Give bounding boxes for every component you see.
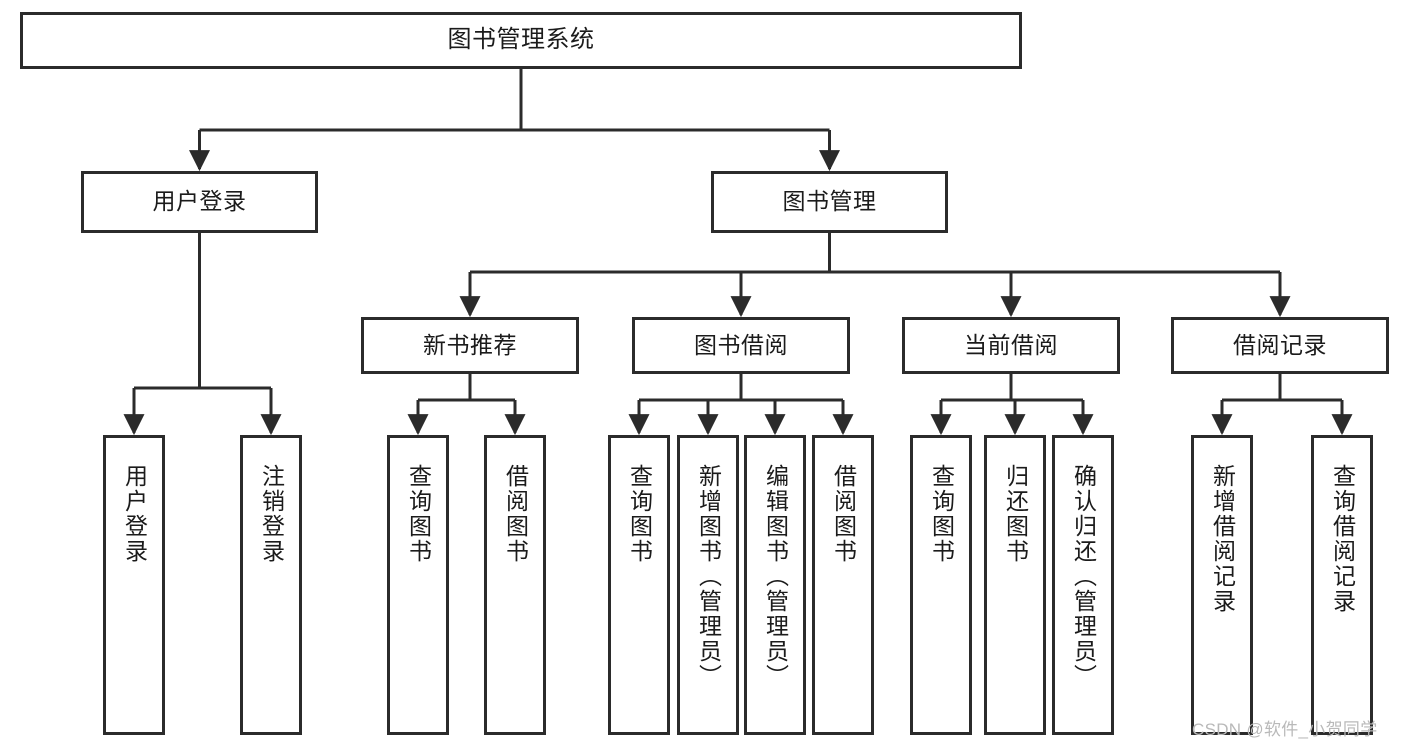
node-leaf-return-book-label: 归还图书 — [1002, 464, 1029, 564]
node-leaf-query-book-1-label: 查询图书 — [405, 464, 432, 564]
node-leaf-return-book[interactable]: 归还图书 — [984, 435, 1046, 735]
node-leaf-add-borrow-record[interactable]: 新增借阅记录 — [1191, 435, 1253, 735]
node-current-borrow-label: 当前借阅 — [964, 331, 1058, 358]
node-book-manage[interactable]: 图书管理 — [711, 171, 948, 233]
node-root[interactable]: 图书管理系统 — [20, 12, 1022, 69]
node-leaf-logout-login[interactable]: 注销登录 — [240, 435, 302, 735]
node-book-manage-label: 图书管理 — [782, 188, 877, 215]
node-user-login[interactable]: 用户登录 — [81, 171, 318, 233]
node-leaf-add-borrow-record-label: 新增借阅记录 — [1209, 464, 1236, 614]
node-book-borrow-label: 图书借阅 — [694, 331, 788, 358]
node-root-label: 图书管理系统 — [447, 26, 595, 54]
watermark: CSDN @软件_小贺同学 — [1192, 720, 1378, 739]
node-leaf-user-login-label: 用户登录 — [121, 464, 148, 564]
node-leaf-query-book-3-label: 查询图书 — [928, 464, 955, 564]
node-leaf-add-book-admin-label: 新增图书（管理员） — [695, 464, 722, 689]
node-leaf-edit-book-admin[interactable]: 编辑图书（管理员） — [744, 435, 806, 735]
node-user-login-label: 用户登录 — [152, 188, 247, 215]
node-current-borrow[interactable]: 当前借阅 — [902, 317, 1120, 374]
node-leaf-logout-login-label: 注销登录 — [258, 464, 285, 564]
node-leaf-query-book-3[interactable]: 查询图书 — [910, 435, 972, 735]
node-leaf-query-borrow-record-label: 查询借阅记录 — [1329, 464, 1356, 614]
node-leaf-query-book-1[interactable]: 查询图书 — [387, 435, 449, 735]
node-leaf-add-book-admin[interactable]: 新增图书（管理员） — [677, 435, 739, 735]
node-leaf-borrow-book-1[interactable]: 借阅图书 — [484, 435, 546, 735]
node-leaf-confirm-return-admin[interactable]: 确认归还（管理员） — [1052, 435, 1114, 735]
node-leaf-user-login[interactable]: 用户登录 — [103, 435, 165, 735]
node-leaf-edit-book-admin-label: 编辑图书（管理员） — [762, 464, 789, 689]
node-leaf-query-book-2-label: 查询图书 — [626, 464, 653, 564]
node-new-book-recommend[interactable]: 新书推荐 — [361, 317, 579, 374]
node-borrow-record[interactable]: 借阅记录 — [1171, 317, 1389, 374]
node-leaf-query-borrow-record[interactable]: 查询借阅记录 — [1311, 435, 1373, 735]
node-leaf-borrow-book-2[interactable]: 借阅图书 — [812, 435, 874, 735]
node-leaf-confirm-return-admin-label: 确认归还（管理员） — [1070, 464, 1097, 689]
node-new-book-recommend-label: 新书推荐 — [423, 331, 517, 358]
node-leaf-query-book-2[interactable]: 查询图书 — [608, 435, 670, 735]
node-book-borrow[interactable]: 图书借阅 — [632, 317, 850, 374]
node-leaf-borrow-book-1-label: 借阅图书 — [502, 464, 529, 564]
node-borrow-record-label: 借阅记录 — [1233, 331, 1327, 358]
node-leaf-borrow-book-2-label: 借阅图书 — [830, 464, 857, 564]
